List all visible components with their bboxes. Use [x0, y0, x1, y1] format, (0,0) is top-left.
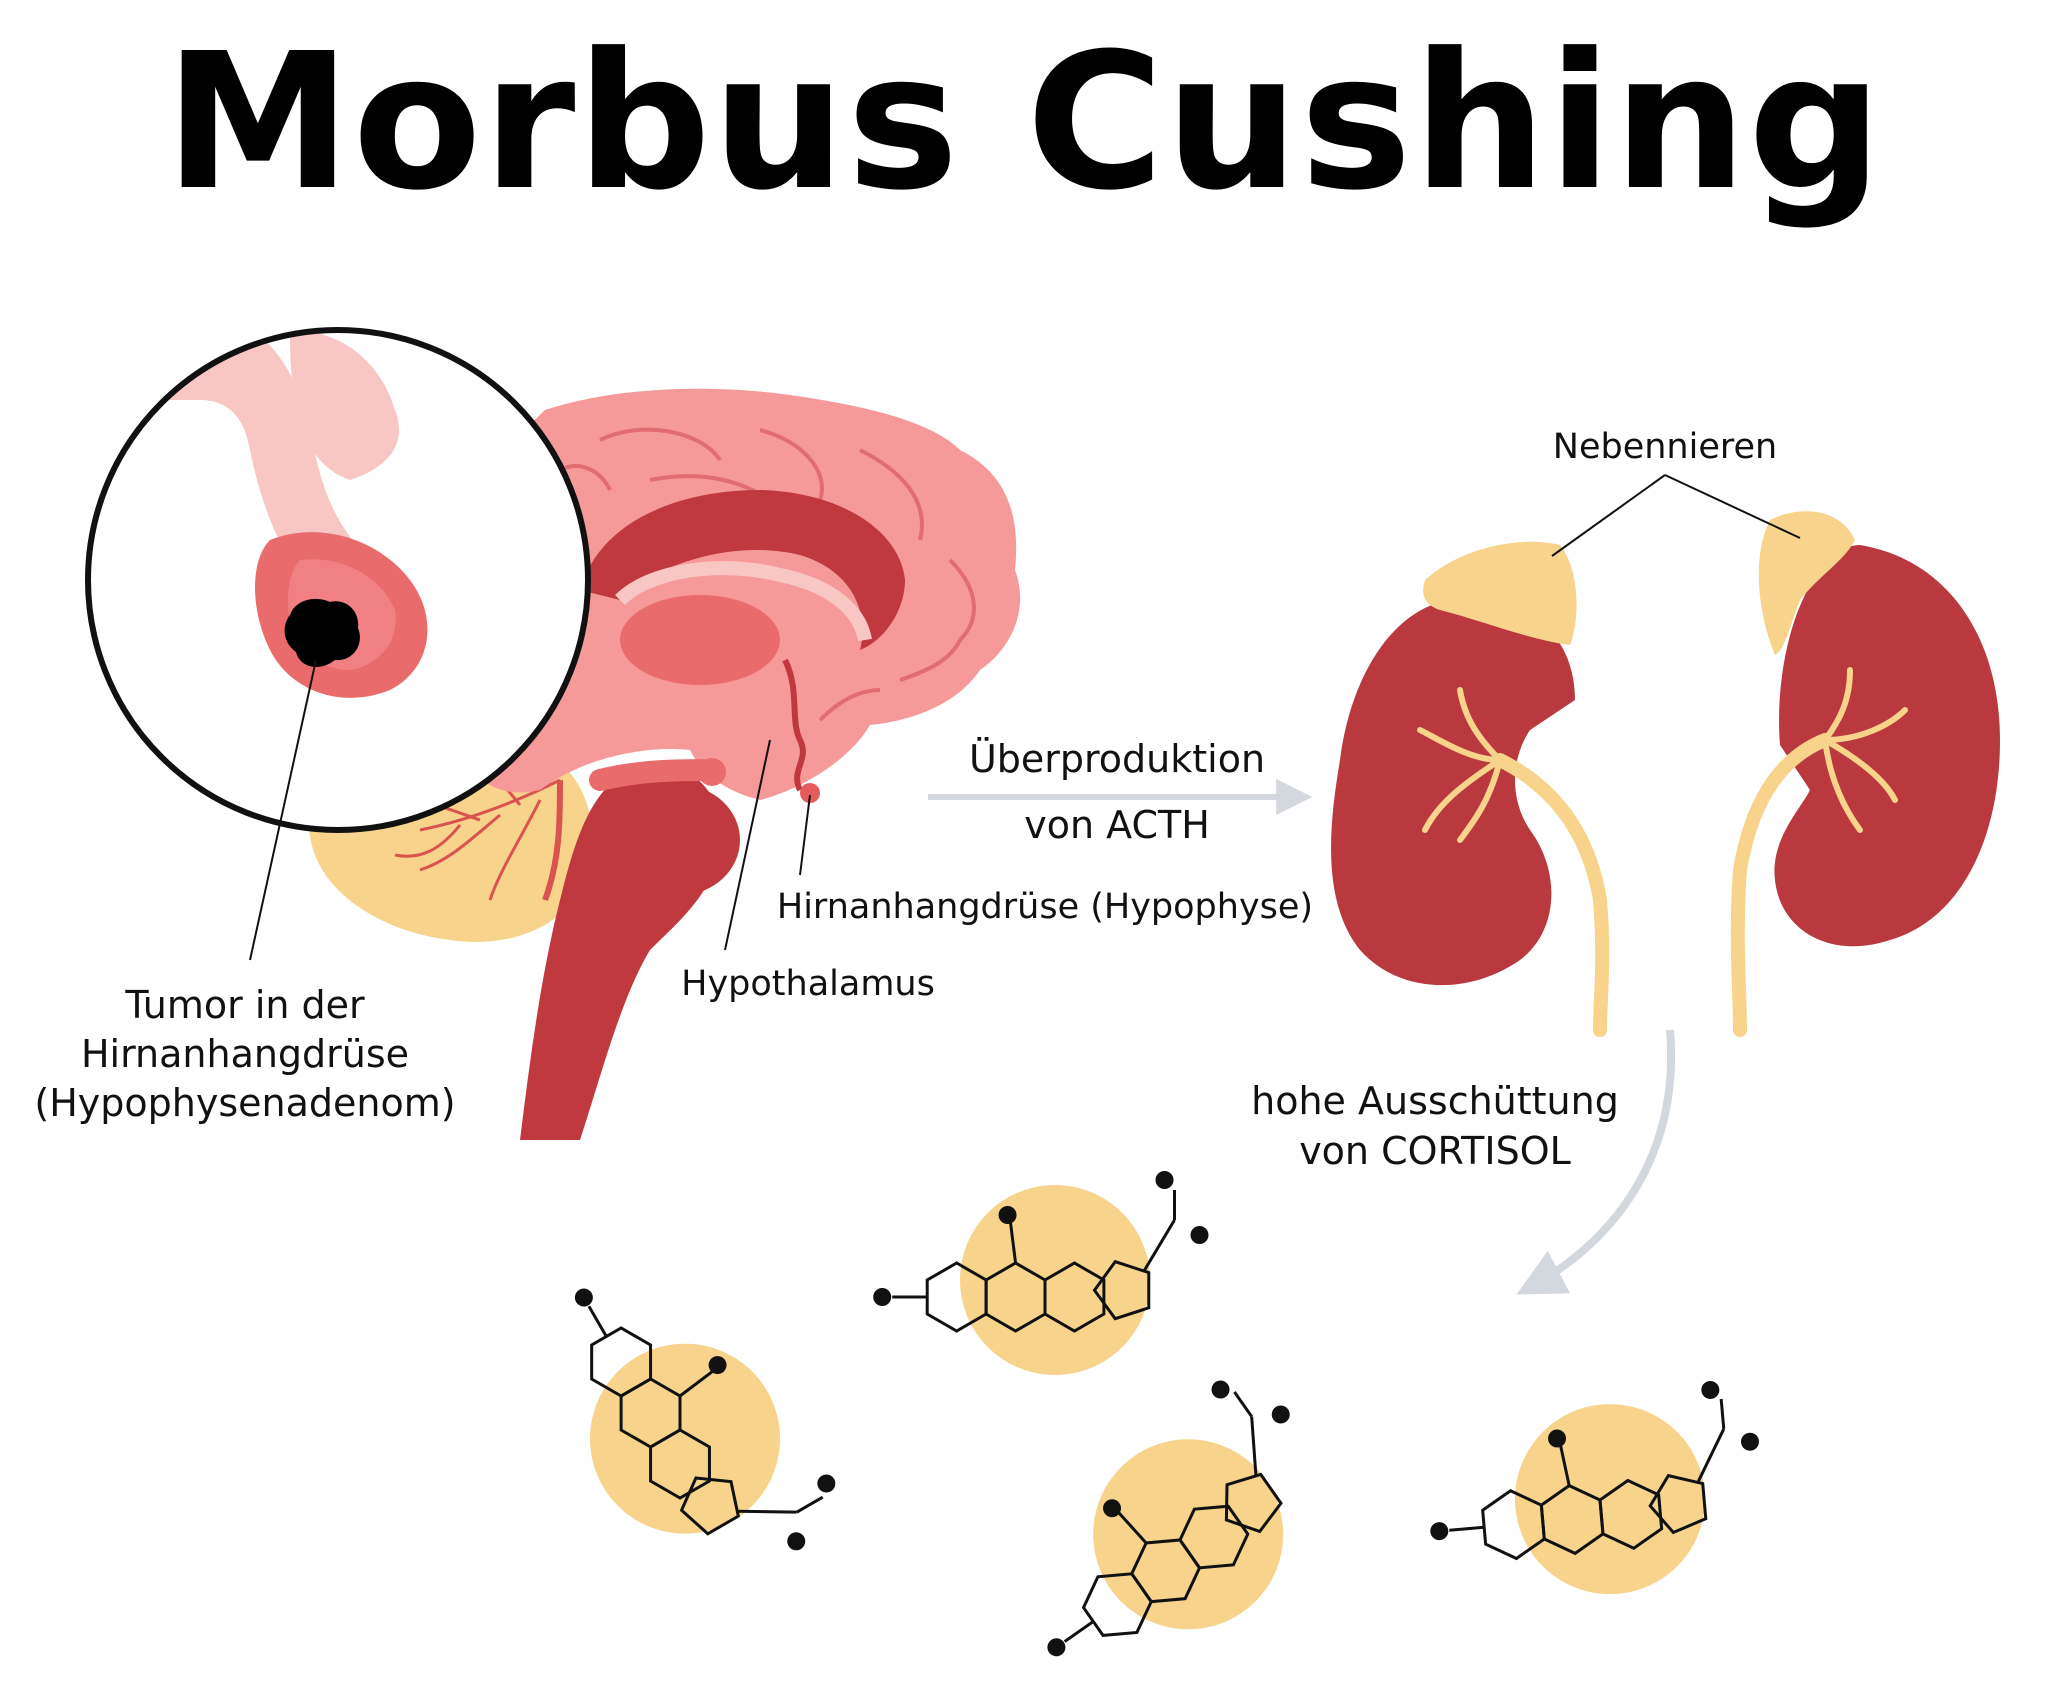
- corpus-callosum: [580, 490, 905, 650]
- molecule-bond: [1117, 1512, 1148, 1544]
- right-kidney: [1774, 545, 2000, 947]
- molecule-ring: [1178, 1504, 1250, 1570]
- cortisol-molecule: [873, 1171, 1209, 1375]
- cortisol-molecule: [574, 1288, 836, 1551]
- molecule-pentagon: [1224, 1472, 1283, 1534]
- molecule-pentagon: [679, 1476, 741, 1536]
- cortisol-label-line1: hohe Ausschüttung: [1251, 1079, 1619, 1123]
- molecule-atom: [1047, 1638, 1066, 1657]
- tumor-label-line3: (Hypophysenadenom): [34, 1081, 455, 1125]
- brain-illustration: [309, 388, 1021, 1140]
- molecule-atom: [1701, 1380, 1720, 1399]
- fornix: [615, 561, 872, 642]
- acth-label-line1: Überproduktion: [969, 737, 1265, 781]
- molecule-atom: [1548, 1429, 1567, 1448]
- cortisol-molecule: [1430, 1380, 1759, 1595]
- molecule-ring: [649, 1428, 711, 1500]
- renal-branches: [1417, 667, 1908, 843]
- molecule-disc: [590, 1343, 780, 1534]
- molecule-bond: [1559, 1445, 1571, 1486]
- molecule-atom: [1155, 1171, 1174, 1189]
- cortisol-arrow: [1516, 1029, 1676, 1295]
- right-adrenal: [1758, 511, 1855, 655]
- molecule-bond: [1696, 1428, 1726, 1483]
- ureters: [1493, 733, 1832, 1037]
- page-title: Morbus Cushing: [164, 13, 1884, 232]
- molecule-bond: [1719, 1398, 1726, 1430]
- pituitary-label: Hirnanhangdrüse (Hypophyse): [777, 887, 1313, 927]
- hypothalamus-dot: [800, 783, 820, 803]
- tumor: [284, 598, 360, 667]
- molecule-bond: [1009, 1222, 1018, 1264]
- thalamus: [620, 595, 780, 685]
- molecule-atom: [1740, 1432, 1759, 1451]
- vertebral-vessel: [542, 779, 563, 902]
- molecule-atom: [1103, 1499, 1122, 1518]
- adrenal-leader-lines: [1551, 474, 1801, 557]
- molecule-disc: [1514, 1404, 1705, 1595]
- molecule-atom: [873, 1288, 892, 1306]
- molecule-bond: [679, 1370, 714, 1398]
- tumor-label-line2: Hirnanhangdrüse: [81, 1032, 409, 1076]
- molecule-bond: [1063, 1620, 1095, 1643]
- left-adrenal: [1423, 541, 1577, 645]
- molecule-bond: [738, 1509, 797, 1514]
- molecule-atom: [1430, 1522, 1449, 1541]
- molecule-pentagon: [1092, 1259, 1151, 1321]
- tumor-label-line1: Tumor in der: [124, 983, 365, 1027]
- molecule-atom: [1271, 1405, 1290, 1424]
- cortisol-molecules: [574, 1171, 1759, 1657]
- acth-label-line2: von ACTH: [1024, 803, 1210, 847]
- molecule-bond: [1233, 1391, 1253, 1418]
- molecule-atom: [574, 1288, 593, 1307]
- pituitary-stalk: [589, 759, 721, 791]
- zoom-inset: [85, 327, 591, 833]
- pons: [620, 785, 740, 895]
- pituitary-gland: [698, 758, 726, 786]
- cortisol-label-line2: von CORTISOL: [1299, 1129, 1571, 1173]
- molecule-atom: [1211, 1380, 1230, 1399]
- molecule-atom: [787, 1532, 806, 1551]
- cortisol-molecule: [1047, 1380, 1290, 1657]
- molecule-atom: [708, 1356, 727, 1375]
- molecule-atom: [817, 1474, 836, 1493]
- adrenal-label: Nebennieren: [1553, 427, 1777, 467]
- molecule-pentagon: [1648, 1473, 1708, 1535]
- molecule-ring: [1598, 1478, 1664, 1550]
- hypothalamus-outline: [782, 658, 806, 792]
- kidneys-illustration: [1331, 511, 2000, 1037]
- molecule-bond: [1250, 1416, 1258, 1476]
- brain-leader-lines: [249, 659, 811, 961]
- molecule-atom: [998, 1206, 1017, 1224]
- molecule-bond: [1143, 1219, 1176, 1271]
- molecule-atom: [1190, 1226, 1209, 1244]
- molecule-bond: [795, 1495, 824, 1514]
- molecule-bond: [1449, 1525, 1485, 1532]
- molecule-bond: [587, 1305, 608, 1338]
- cerebrum: [439, 388, 1021, 800]
- molecule-disc: [1093, 1439, 1284, 1630]
- hypothalamus-label: Hypothalamus: [681, 964, 935, 1004]
- molecule-ring: [1043, 1261, 1106, 1333]
